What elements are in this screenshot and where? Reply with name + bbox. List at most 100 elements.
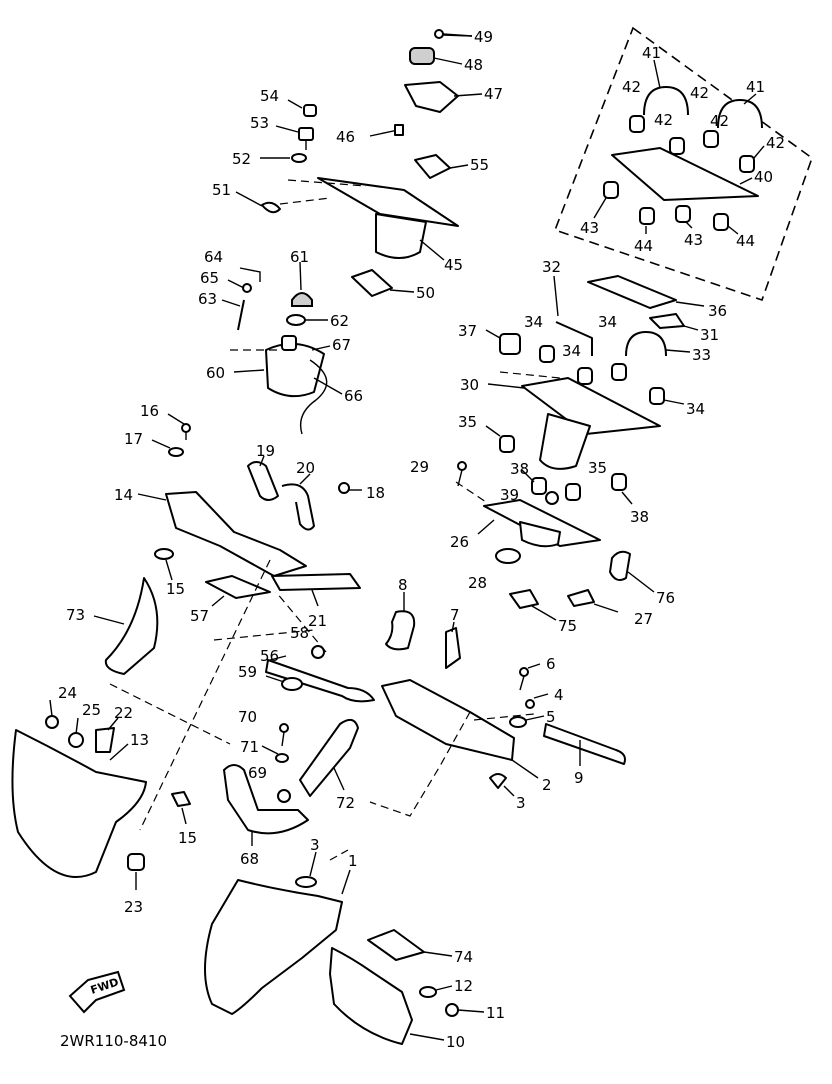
callout-16: 16 <box>140 402 159 420</box>
part-59 <box>281 677 303 691</box>
part-21 <box>271 573 361 591</box>
callout-48: 48 <box>464 56 483 74</box>
callout-labels: 49 48 47 54 53 46 55 52 51 45 61 64 65 6… <box>49 28 785 1051</box>
callout-39: 39 <box>500 486 519 504</box>
callout-37: 37 <box>458 322 477 340</box>
callout-54: 54 <box>260 87 279 105</box>
callout-44b: 44 <box>736 232 755 250</box>
callout-25: 25 <box>82 701 101 719</box>
part-36 <box>587 275 677 309</box>
callout-38b: 38 <box>630 508 649 526</box>
part-57 <box>205 575 271 599</box>
part-58 <box>311 645 325 659</box>
fwd-arrow-icon: FWD <box>68 970 126 1014</box>
callout-41b: 41 <box>746 78 765 96</box>
callout-64: 64 <box>204 248 223 266</box>
part-bracket-1 <box>204 879 343 1015</box>
callout-59: 59 <box>238 663 257 681</box>
part-bushings-43-44 <box>603 181 729 231</box>
callout-23: 23 <box>124 898 143 916</box>
part-54-53-52 <box>291 104 317 163</box>
callout-28: 28 <box>468 574 487 592</box>
part-72 <box>299 718 359 797</box>
part-handle-41a <box>643 86 689 116</box>
part-56 <box>265 659 375 703</box>
callout-42c: 42 <box>690 84 709 102</box>
part-handle-32 <box>555 321 593 356</box>
callout-2: 2 <box>542 776 552 794</box>
callout-31: 31 <box>700 326 719 344</box>
callout-4: 4 <box>554 686 564 704</box>
callout-32: 32 <box>542 258 561 276</box>
callout-42b: 42 <box>654 111 673 129</box>
callout-18: 18 <box>366 484 385 502</box>
part-bracket-45 <box>317 177 459 259</box>
callout-1: 1 <box>348 852 358 870</box>
part-bolt-46 <box>369 124 404 137</box>
part-bracket-2 <box>381 679 515 761</box>
part-64-65-63 <box>237 267 261 331</box>
part-plate-40 <box>611 147 759 201</box>
part-75 <box>509 589 539 609</box>
callout-56: 56 <box>260 647 279 665</box>
callout-30: 30 <box>460 376 479 394</box>
part-50 <box>351 269 393 297</box>
callout-3a: 3 <box>516 794 526 812</box>
part-bushings-42 <box>629 115 755 173</box>
callout-42e: 42 <box>766 134 785 152</box>
callout-35b: 35 <box>588 459 607 477</box>
callout-45: 45 <box>444 256 463 274</box>
part-35-38-39 <box>499 435 627 505</box>
callout-44a: 44 <box>634 237 653 255</box>
callout-43b: 43 <box>684 231 703 249</box>
callout-73: 73 <box>66 606 85 624</box>
callout-67: 67 <box>332 336 351 354</box>
callout-55: 55 <box>470 156 489 174</box>
part-hose-66 <box>299 359 328 435</box>
part-bracket-68 <box>223 764 309 835</box>
part-3b <box>295 876 317 888</box>
part-70-71-69 <box>275 723 291 803</box>
callout-12: 12 <box>454 977 473 995</box>
callout-29: 29 <box>410 458 429 476</box>
callout-36: 36 <box>708 302 727 320</box>
callout-20: 20 <box>296 459 315 477</box>
callout-38a: 38 <box>510 460 529 478</box>
callout-42d: 42 <box>710 112 729 130</box>
part-screw-49 <box>434 29 473 39</box>
part-23 <box>127 853 145 871</box>
part-55 <box>414 154 451 179</box>
callout-33: 33 <box>692 346 711 364</box>
callout-61: 61 <box>290 248 309 266</box>
part-9 <box>543 723 626 765</box>
callout-8: 8 <box>398 576 408 594</box>
part-6-4-5 <box>509 667 535 728</box>
part-74 <box>367 929 425 961</box>
callout-22: 22 <box>114 704 133 722</box>
callout-11: 11 <box>486 1004 505 1022</box>
callout-6: 6 <box>546 655 556 673</box>
callout-34b: 34 <box>562 342 581 360</box>
part-cowl-13 <box>11 729 147 878</box>
part-51 <box>261 201 281 214</box>
part-27 <box>567 589 595 607</box>
part-15 <box>154 548 174 560</box>
callout-63: 63 <box>198 290 217 308</box>
part-37 <box>499 333 521 355</box>
callout-21: 21 <box>308 612 327 630</box>
part-3 <box>489 773 507 789</box>
part-24-25-22 <box>45 715 115 753</box>
part-16-17 <box>168 423 191 457</box>
part-plate-30 <box>521 377 661 470</box>
callout-50: 50 <box>416 284 435 302</box>
callout-17: 17 <box>124 430 143 448</box>
callout-65: 65 <box>200 269 219 287</box>
part-10 <box>329 947 413 1045</box>
part-7 <box>445 627 461 669</box>
callout-49: 49 <box>474 28 493 46</box>
callout-46: 46 <box>336 128 355 146</box>
part-28 <box>495 548 521 564</box>
part-bushings-34 <box>539 345 665 405</box>
callout-57: 57 <box>190 607 209 625</box>
part-20 <box>281 483 315 531</box>
